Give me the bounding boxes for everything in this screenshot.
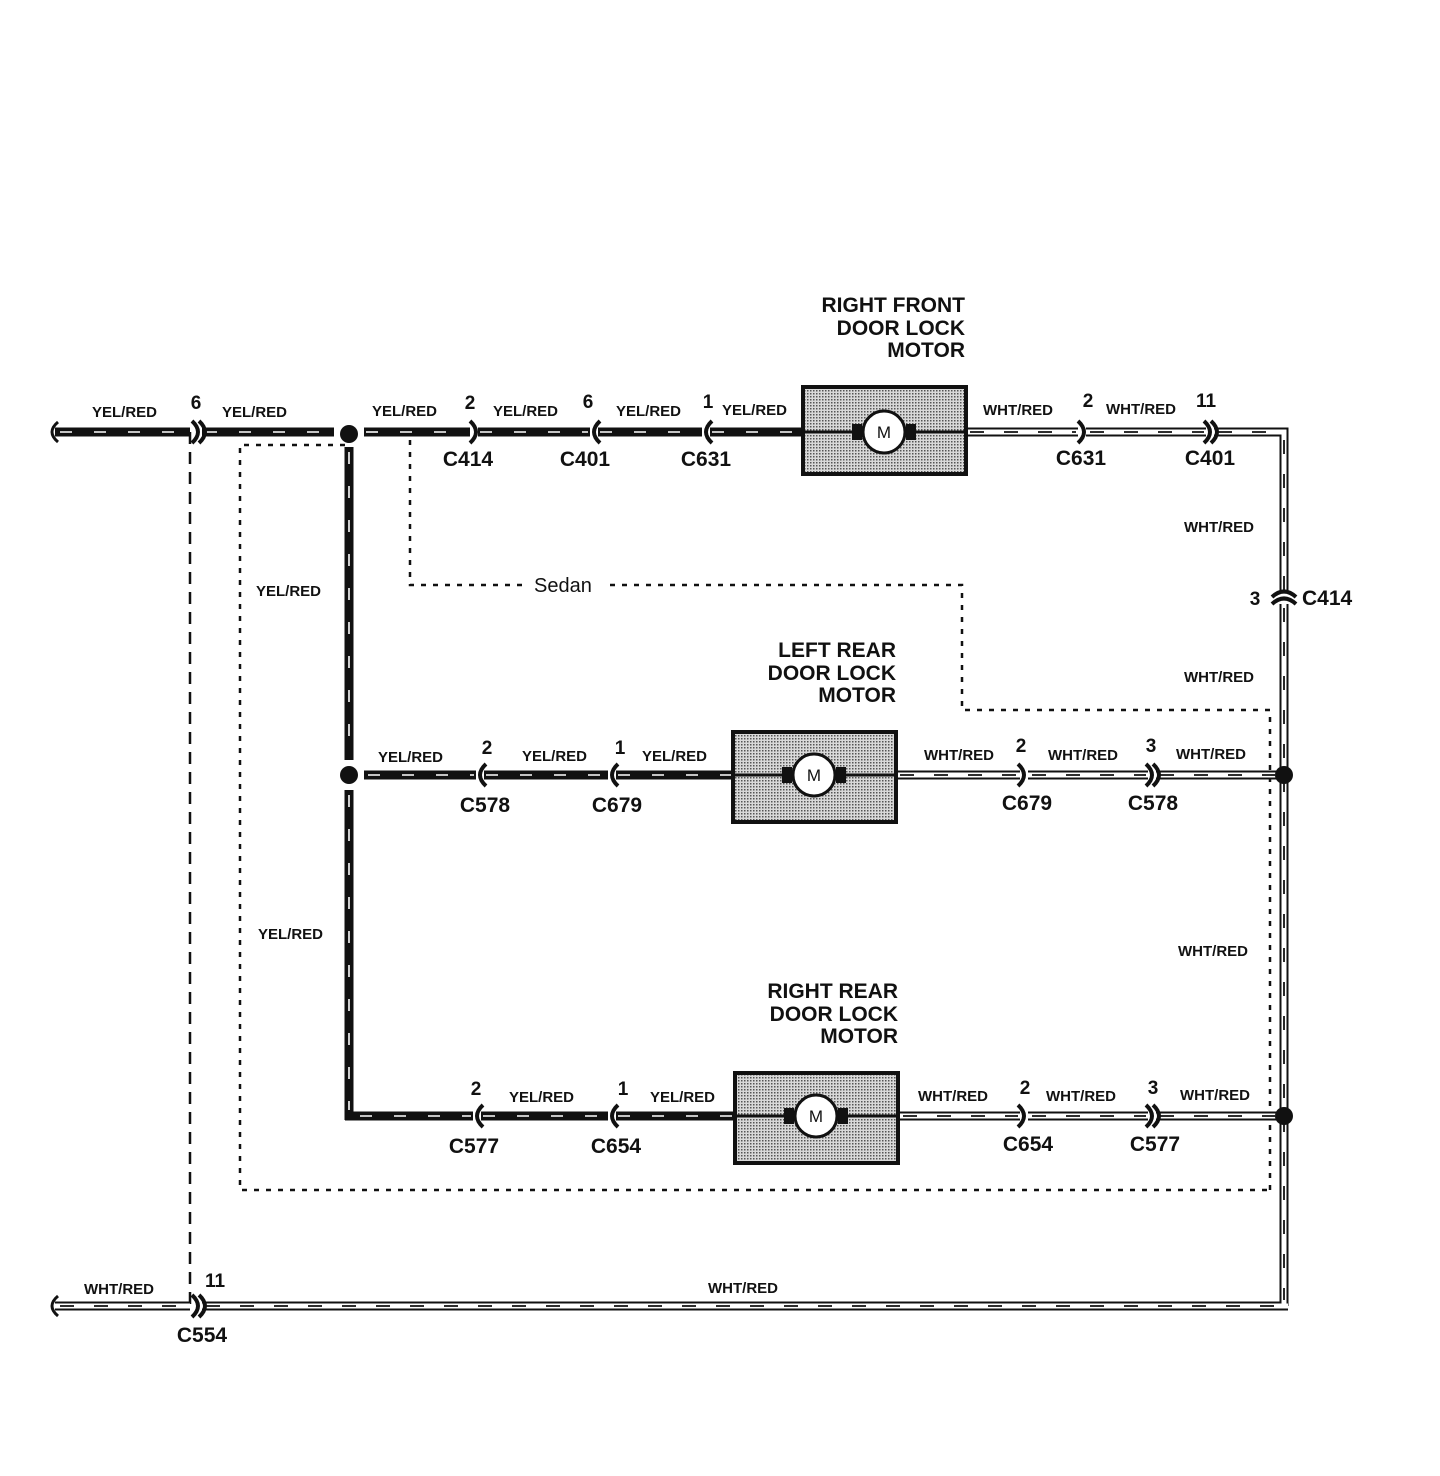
wire-label: YEL/RED — [258, 926, 323, 943]
connector-id: C414 — [443, 448, 494, 471]
wire-label: WHT/RED — [1184, 669, 1254, 686]
wire-label: WHT/RED — [1180, 1087, 1250, 1104]
connector-ids: C414 C401 C631 C631 C401 C414 C578 C679 … — [177, 447, 1353, 1347]
connector-id: C554 — [177, 1324, 228, 1347]
connector-id: C401 — [560, 448, 611, 471]
pin-number: 2 — [1020, 1078, 1031, 1099]
wire-label: WHT/RED — [84, 1281, 154, 1298]
right-rear-title-3: MOTOR — [820, 1025, 898, 1048]
right-rear-motor: M — [733, 1071, 900, 1165]
connector-id: C414 — [1302, 587, 1353, 610]
pin-number: 3 — [1146, 736, 1157, 757]
wire-label: YEL/RED — [256, 583, 321, 600]
pin-number: 2 — [471, 1079, 482, 1100]
wire-label: WHT/RED — [1176, 746, 1246, 763]
wire-label: YEL/RED — [722, 402, 787, 419]
wire-label: YEL/RED — [616, 403, 681, 420]
connector-id: C631 — [1056, 447, 1107, 470]
connector-id: C654 — [1003, 1133, 1054, 1156]
wire-label: WHT/RED — [1046, 1088, 1116, 1105]
motor-titles: RIGHT FRONT DOOR LOCK MOTOR LEFT REAR DO… — [767, 294, 965, 1048]
pin-number: 2 — [1083, 391, 1094, 412]
wire-label: YEL/RED — [650, 1089, 715, 1106]
pin-number: 2 — [465, 393, 476, 414]
connector-id: C679 — [592, 794, 642, 817]
motor-symbol: M — [807, 766, 821, 785]
wire-label: YEL/RED — [493, 403, 558, 420]
pin-number: 6 — [583, 392, 594, 413]
pin-number: 3 — [1148, 1078, 1159, 1099]
wire-label: YEL/RED — [642, 748, 707, 765]
wire-label: WHT/RED — [708, 1280, 778, 1297]
right-rear-title-1: RIGHT REAR — [767, 980, 898, 1003]
connector-id: C679 — [1002, 792, 1052, 815]
wire-label: WHT/RED — [1106, 401, 1176, 418]
sedan-dotted-boundary — [238, 440, 1272, 1192]
pin-number: 11 — [1196, 391, 1217, 412]
wire-label: YEL/RED — [222, 404, 287, 421]
wire-label: YEL/RED — [522, 748, 587, 765]
pin-number: 2 — [1016, 736, 1027, 757]
left-rear-title-1: LEFT REAR — [778, 639, 896, 662]
pin-number: 6 — [191, 393, 202, 414]
wire-label: WHT/RED — [1048, 747, 1118, 764]
wire-label: WHT/RED — [983, 402, 1053, 419]
right-front-motor: M — [801, 385, 968, 476]
wire-label: YEL/RED — [372, 403, 437, 420]
yel-red-wiring — [55, 427, 805, 1121]
sedan-note: Sedan — [534, 575, 592, 597]
right-front-title-2: DOOR LOCK — [837, 317, 965, 340]
motor-symbol: M — [809, 1107, 823, 1126]
connector-id: C578 — [1128, 792, 1179, 815]
wht-red-wiring — [55, 427, 1289, 1311]
wire-color-labels: YEL/RED YEL/RED YEL/RED YEL/RED YEL/RED … — [84, 401, 1254, 1298]
motor-symbol: M — [877, 423, 891, 442]
pin-numbers: 6 2 6 1 2 11 3 2 1 2 3 2 1 2 3 11 — [191, 391, 1261, 1292]
left-rear-title-3: MOTOR — [818, 684, 896, 707]
pin-number: 1 — [615, 738, 626, 759]
connector-id: C578 — [460, 794, 511, 817]
pin-number: 1 — [703, 392, 714, 413]
wire-label: YEL/RED — [92, 404, 157, 421]
wire-label: WHT/RED — [1178, 943, 1248, 960]
pin-number: 11 — [205, 1271, 226, 1292]
right-rear-title-2: DOOR LOCK — [770, 1003, 898, 1026]
wire-break-ends — [50, 420, 60, 1318]
left-rear-title-2: DOOR LOCK — [768, 662, 896, 685]
wire-label: WHT/RED — [1184, 519, 1254, 536]
splice-points — [340, 425, 1293, 1125]
pin-number: 3 — [1250, 589, 1261, 610]
pin-number: 1 — [618, 1079, 629, 1100]
right-front-title-1: RIGHT FRONT — [822, 294, 966, 317]
pin-number: 2 — [482, 738, 493, 759]
wire-label: YEL/RED — [378, 749, 443, 766]
connector-id: C577 — [1130, 1133, 1180, 1156]
wire-label: YEL/RED — [509, 1089, 574, 1106]
connector-id: C631 — [681, 448, 732, 471]
connector-id: C654 — [591, 1135, 642, 1158]
wire-label: WHT/RED — [924, 747, 994, 764]
connector-id: C577 — [449, 1135, 499, 1158]
wire-label: WHT/RED — [918, 1088, 988, 1105]
connector-id: C401 — [1185, 447, 1236, 470]
inline-connectors — [190, 419, 1298, 1319]
right-front-title-3: MOTOR — [887, 339, 965, 362]
left-rear-motor: M — [731, 730, 898, 824]
